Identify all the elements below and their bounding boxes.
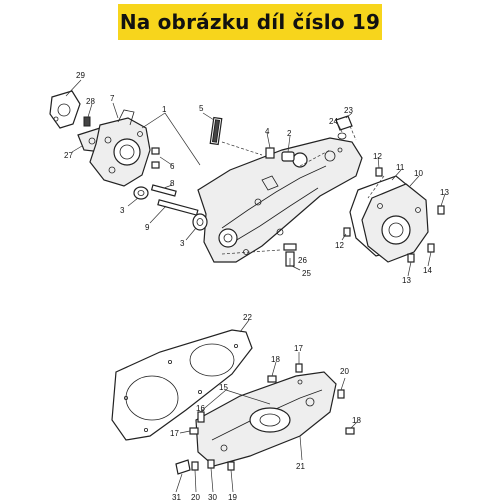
callout-2: 2 [287, 129, 292, 138]
callout-18-top: 18 [271, 355, 280, 364]
callout-10: 10 [414, 169, 423, 178]
callout-6: 6 [170, 162, 175, 171]
callout-5: 5 [199, 104, 204, 113]
part-1-crankcase[interactable] [197, 137, 363, 263]
part-18-bolt-top[interactable] [267, 375, 277, 383]
part-12-bolt-left[interactable] [343, 227, 351, 237]
callout-3-right: 3 [180, 239, 185, 248]
callout-22: 22 [243, 313, 252, 322]
callout-3-left: 3 [120, 206, 125, 215]
part-17-bolt-left[interactable] [189, 427, 199, 435]
callout-8: 8 [170, 179, 175, 188]
callout-20-bottom: 20 [191, 493, 200, 500]
part-13-bolt-right[interactable] [437, 205, 445, 215]
part-31-clamp[interactable] [175, 459, 191, 475]
part-19-bolt[interactable] [227, 461, 235, 471]
callout-12-left: 12 [335, 241, 344, 250]
callout-31: 31 [172, 493, 181, 500]
callout-23: 23 [344, 106, 353, 115]
part-5-dowel[interactable] [209, 116, 223, 146]
left-crankcase-half[interactable] [89, 109, 151, 187]
part-14-bolt[interactable] [427, 243, 435, 253]
callout-13-bottom: 13 [402, 276, 411, 285]
callout-30: 30 [208, 493, 217, 500]
callout-labels: 29 28 7 27 1 5 6 8 3 9 3 4 2 23 24 12 11… [64, 71, 449, 500]
part-10-cover[interactable] [361, 183, 429, 263]
banner-title: Na obrázku díl číslo 19 [119, 10, 381, 34]
callout-11: 11 [396, 163, 405, 172]
callout-18-right: 18 [352, 416, 361, 425]
part-18-bolt-right[interactable] [345, 427, 355, 435]
part-29-gasket[interactable] [49, 90, 81, 129]
part-20-bolt-right[interactable] [337, 389, 345, 399]
callout-24: 24 [329, 117, 338, 126]
part-17-bolt-top[interactable] [295, 363, 303, 373]
part-13-bolt-bottom[interactable] [407, 253, 415, 263]
part-3-bearing-left[interactable] [133, 186, 149, 200]
callout-27: 27 [64, 151, 73, 160]
part-22-cover-gasket[interactable] [111, 329, 253, 441]
callout-19: 19 [228, 493, 237, 500]
part-24-oring[interactable] [337, 132, 347, 140]
callout-1: 1 [162, 105, 167, 114]
part-4-bolt[interactable] [265, 147, 275, 159]
part-23-fitting[interactable] [335, 115, 353, 131]
callout-12-top: 12 [373, 152, 382, 161]
part-6-dowels[interactable] [151, 147, 160, 169]
callout-14: 14 [423, 266, 432, 275]
part-21-cover[interactable] [195, 371, 337, 467]
callout-17-top: 17 [294, 344, 303, 353]
part-12-bolt-top[interactable] [375, 167, 383, 177]
leader-lines [65, 79, 446, 493]
callout-16: 16 [196, 404, 205, 413]
part-30-bolt[interactable] [207, 459, 215, 469]
callout-7: 7 [110, 94, 115, 103]
callout-26: 26 [298, 256, 307, 265]
callout-28: 28 [86, 97, 95, 106]
callout-21: 21 [296, 462, 305, 471]
callout-9: 9 [145, 223, 150, 232]
part-16-clip[interactable] [197, 411, 205, 423]
callout-29: 29 [76, 71, 85, 80]
callout-25: 25 [302, 269, 311, 278]
part-2-plug[interactable] [281, 151, 295, 162]
title-banner: Na obrázku díl číslo 19 [118, 4, 382, 40]
callout-20-right: 20 [340, 367, 349, 376]
callout-17-left: 17 [170, 429, 179, 438]
callout-15: 15 [219, 383, 228, 392]
callout-4: 4 [265, 127, 270, 136]
part-9-shaft[interactable] [157, 199, 199, 216]
callout-13-right: 13 [440, 188, 449, 197]
part-20-bolt-bottom[interactable] [191, 461, 199, 471]
part-28-bolt[interactable] [83, 116, 91, 127]
part-3-bearing-right[interactable] [192, 213, 208, 231]
